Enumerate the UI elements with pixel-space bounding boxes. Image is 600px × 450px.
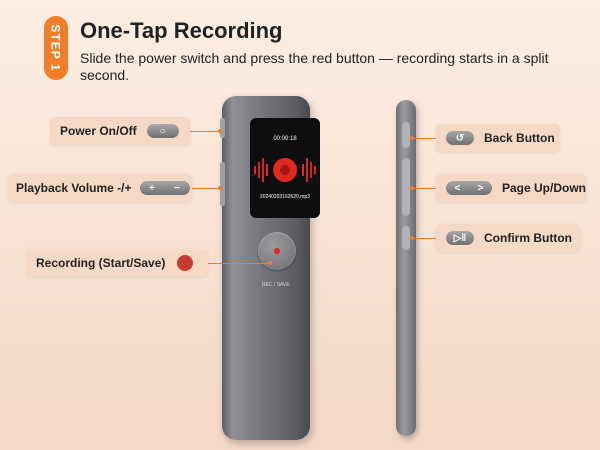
play-pause-icon: ▷‖ bbox=[446, 231, 474, 245]
recording-filename: 20240203162620.mp3 bbox=[259, 194, 311, 200]
callout-confirm: ▷‖ Confirm Button bbox=[436, 224, 580, 252]
callout-back: ↺ Back Button bbox=[436, 124, 560, 152]
waveform-icon bbox=[254, 158, 316, 182]
volume-plus-icon: + bbox=[149, 182, 155, 194]
page-label: Page Up/Down bbox=[501, 181, 586, 195]
leader-volume bbox=[192, 188, 220, 189]
leader-power bbox=[190, 131, 220, 132]
leader-page bbox=[412, 188, 436, 189]
callout-power: Power On/Off ○ bbox=[50, 117, 190, 145]
leader-record bbox=[208, 263, 270, 264]
back-arrow-icon: ↺ bbox=[446, 131, 474, 145]
rec-save-label: REC / SAVE bbox=[262, 282, 290, 288]
leader-back bbox=[412, 138, 436, 139]
recorder-side bbox=[396, 100, 416, 436]
leader-dot bbox=[218, 186, 222, 190]
confirm-key[interactable] bbox=[402, 226, 410, 250]
page-title: One-Tap Recording bbox=[80, 18, 283, 43]
back-label: Back Button bbox=[484, 131, 555, 145]
recorder-screen: 00:00:18 20240203162620.mp3 bbox=[250, 118, 320, 218]
volume-rocker-icon: + − bbox=[139, 181, 190, 195]
confirm-label: Confirm Button bbox=[484, 231, 572, 245]
record-dot-icon bbox=[177, 255, 194, 271]
power-switch-icon: ○ bbox=[146, 124, 179, 138]
volume-rocker[interactable] bbox=[220, 162, 225, 206]
leader-confirm bbox=[412, 238, 436, 239]
recording-timer: 00:00:18 bbox=[273, 136, 297, 142]
volume-minus-icon: − bbox=[174, 182, 180, 194]
step-label: STEP 1 bbox=[49, 24, 64, 72]
power-label: Power On/Off bbox=[60, 124, 137, 138]
record-label: Recording (Start/Save) bbox=[36, 256, 166, 270]
page-key[interactable] bbox=[402, 158, 410, 216]
power-switch[interactable] bbox=[220, 118, 225, 138]
page-subtitle: Slide the power switch and press the red… bbox=[80, 50, 549, 83]
leader-dot bbox=[218, 129, 222, 133]
page-rocker-icon: < > bbox=[446, 181, 492, 195]
page-up-icon: < bbox=[454, 182, 461, 194]
volume-label: Playback Volume -/+ bbox=[16, 181, 132, 195]
record-button[interactable] bbox=[258, 232, 296, 270]
leader-dot bbox=[268, 261, 272, 265]
callout-record: Recording (Start/Save) bbox=[26, 249, 208, 277]
callout-page: < > Page Up/Down bbox=[436, 174, 586, 202]
callout-volume: Playback Volume -/+ + − bbox=[8, 174, 192, 202]
step-badge: STEP 1 bbox=[44, 16, 68, 80]
page-down-icon: > bbox=[477, 182, 484, 194]
back-key[interactable] bbox=[402, 122, 410, 148]
record-dot-icon bbox=[274, 248, 280, 254]
